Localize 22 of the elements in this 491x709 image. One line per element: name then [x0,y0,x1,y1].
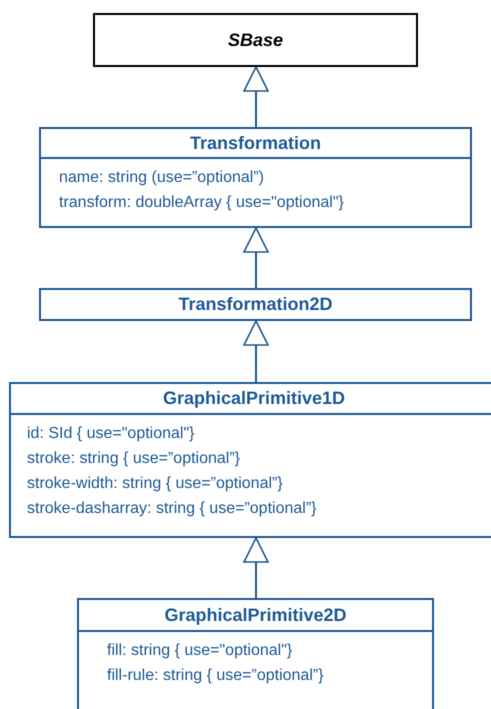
generalization-arrow [243,66,269,127]
class-box [9,382,491,538]
class-box [77,598,434,709]
attribute-text: stroke: string { use=”optional”} [27,449,242,469]
class-box [39,127,472,228]
attribute-text: stroke-width: string { use=”optional”} [27,474,284,494]
class-name: SBase [228,28,284,52]
attribute-text: name: string (use=”optional”) [59,168,265,188]
generalization-arrow [243,227,269,288]
attribute-text: transform: doubleArray { use="optional"} [59,193,345,213]
generalization-arrow [243,537,269,598]
attribute-text: id: SId { use="optional"} [27,424,196,444]
attribute-text: fill-rule: string { use=”optional”} [107,666,325,686]
class-name: Transformation2D [178,293,333,316]
class-box [93,13,418,67]
class-name: GraphicalPrimitive2D [164,604,347,627]
class-name: GraphicalPrimitive1D [162,387,346,410]
attribute-text: stroke-dasharray: string { use=”optional”} [27,499,318,519]
class-name: Transformation [190,132,322,154]
attribute-text: fill: string { use="optional"} [107,641,294,661]
generalization-arrow [243,320,269,382]
class-box [39,288,472,321]
